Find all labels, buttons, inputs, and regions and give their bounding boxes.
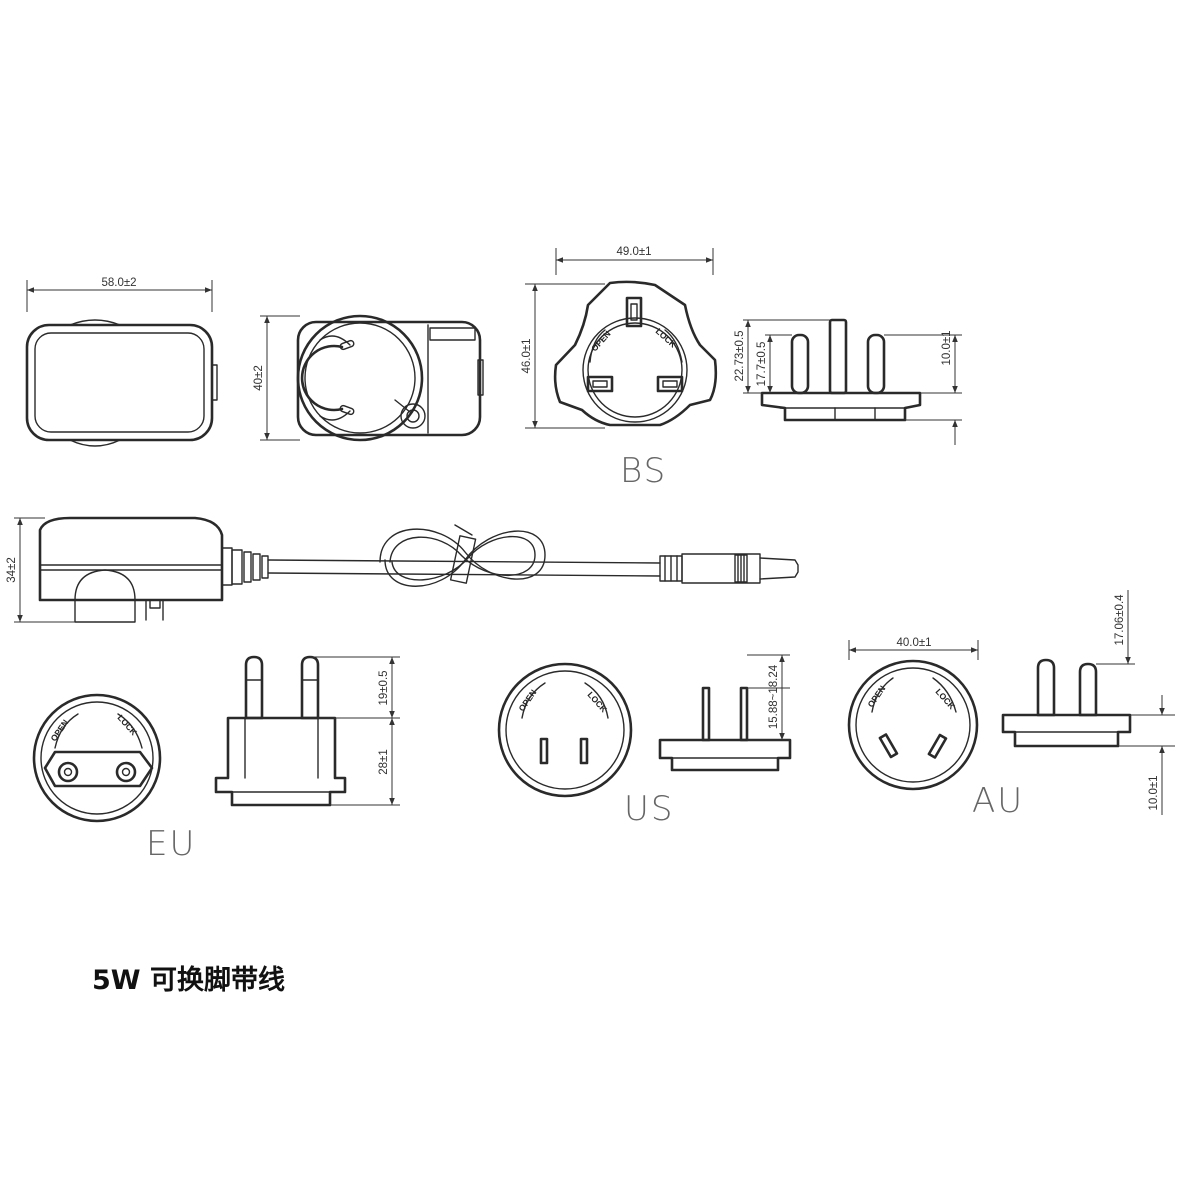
dim-bs-base-text: 10.0±1 <box>941 330 953 365</box>
dim-bs-height-text: 46.0±1 <box>521 338 533 373</box>
dim-bs-width-text: 49.0±1 <box>616 246 651 258</box>
dim-side-height: 34±2 <box>6 517 75 623</box>
product-caption: 5W 可换脚带线 <box>92 965 285 996</box>
dim-au-width-text: 40.0±1 <box>896 637 931 649</box>
dim-bs-pin-short-text: 17.7±0.5 <box>756 342 768 387</box>
dim-eu: 19±0.5 28±1 <box>310 656 400 806</box>
region-label-us: US <box>624 789 674 829</box>
dim-main-height-text: 40±2 <box>253 365 265 391</box>
eu-open-label: OPEN <box>48 718 70 743</box>
dim-eu-pin-text: 19±0.5 <box>378 670 390 705</box>
region-label-eu: EU <box>146 824 196 864</box>
dim-bs-base: 10.0±1 <box>884 330 962 445</box>
dim-side-height-text: 34±2 <box>6 557 18 583</box>
adapter-side-with-cable <box>38 516 799 623</box>
dim-main-width-text: 58.0±2 <box>101 277 136 289</box>
dim-main-height: 40±2 <box>253 315 300 441</box>
us-plug-side <box>658 686 792 772</box>
region-label-bs: BS <box>620 451 667 491</box>
au-plug-face: OPEN LOCK <box>847 659 979 791</box>
eu-plug-face: OPEN LOCK <box>32 693 162 823</box>
dim-bs-pins: 22.73±0.5 17.7±0.5 <box>734 319 830 394</box>
dim-au-pin-text: 17.06±0.4 <box>1114 594 1126 646</box>
dim-bs-width: 49.0±1 <box>555 246 714 275</box>
dim-au-width: 40.0±1 <box>848 637 979 660</box>
us-plug-face: OPEN LOCK <box>497 662 633 798</box>
adapter-front-view <box>25 319 218 447</box>
dim-us-pin-text: 15.88~18.24 <box>768 664 780 729</box>
dim-bs-pin-long-text: 22.73±0.5 <box>734 330 746 381</box>
dim-au-base-text: 10.0±1 <box>1148 775 1160 810</box>
dim-main-width: 58.0±2 <box>26 277 213 312</box>
au-plug-side <box>1001 658 1132 748</box>
region-label-au: AU <box>972 781 1024 821</box>
eu-plug-side <box>214 655 347 807</box>
dim-eu-base-text: 28±1 <box>378 749 390 775</box>
dim-bs-height: 46.0±1 <box>521 283 605 429</box>
dim-us: 15.88~18.24 <box>747 654 790 741</box>
dim-au: 17.06±0.4 10.0±1 <box>1096 590 1175 815</box>
bs-plug-face: OPEN LOCK <box>553 280 718 427</box>
adapter-back-view <box>296 314 484 442</box>
